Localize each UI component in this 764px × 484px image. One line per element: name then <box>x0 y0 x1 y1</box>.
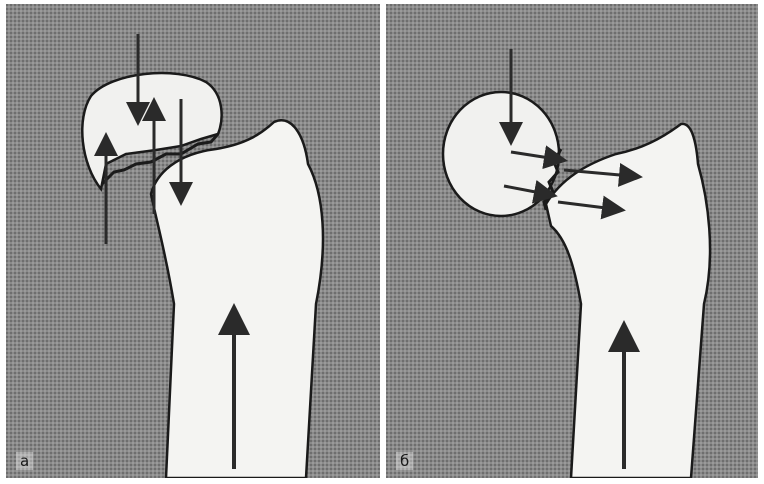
panel-a: a <box>6 4 380 478</box>
panel-b-illustration <box>386 4 758 478</box>
femoral-head <box>443 92 559 216</box>
panel-a-illustration <box>6 4 380 478</box>
panel-a-label: a <box>16 452 33 470</box>
femur-bone <box>151 120 323 478</box>
panel-b-label: б <box>396 452 413 470</box>
panel-b: б <box>386 4 758 478</box>
